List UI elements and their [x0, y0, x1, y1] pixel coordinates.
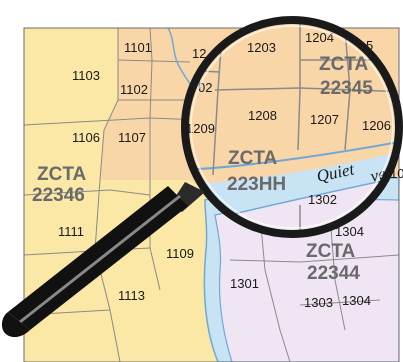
block-1106: 1106 [72, 130, 100, 145]
magnifier-handle [1, 182, 205, 338]
lens-block-5: 5 [366, 38, 373, 53]
lens-block-1207: 1207 [310, 112, 339, 127]
lens-block-02: 02 [198, 80, 212, 95]
block-1113: 1113 [118, 288, 145, 303]
block-1111: 1111 [58, 224, 84, 239]
zcta-22344-label-line1: ZCTA [306, 241, 356, 262]
map-frame [23, 27, 400, 362]
lens-zcta-223HH-line1: ZCTA [228, 148, 278, 169]
block-1107: 1107 [118, 130, 146, 145]
block-12-partial: 12 [192, 46, 206, 61]
lens-block-1204: 1204 [305, 30, 334, 45]
lens-block-1203: 1203 [247, 40, 276, 55]
block-1303-lower: 1303 [304, 295, 333, 310]
block-1304-lower: 1304 [342, 293, 371, 308]
lens-zcta-223HH-line2: 223HH [227, 174, 286, 195]
block-1304: 1304 [335, 224, 364, 239]
block-1101: 1101 [124, 40, 152, 55]
lens-block-1302: 1302 [308, 192, 337, 207]
zcta-22346-label-line2: 22346 [32, 185, 85, 206]
lens-zcta-22345-line1: ZCTA [319, 54, 369, 75]
block-1102: 1102 [120, 82, 148, 97]
lens-block-1208: 1208 [248, 108, 277, 123]
lens-zcta-22345-line2: 22345 [320, 78, 373, 99]
zcta-22346-label-line1: ZCTA [37, 164, 87, 185]
block-1103: 1103 [72, 68, 100, 83]
block-1109: 1109 [166, 246, 194, 261]
lens-block-1209: 1209 [186, 121, 215, 136]
magnifying-glass-icon [181, 16, 403, 238]
zcta-22344-label-line2: 22344 [307, 263, 360, 284]
lens-block-1206: 1206 [362, 118, 391, 133]
block-1301: 1301 [230, 276, 259, 291]
